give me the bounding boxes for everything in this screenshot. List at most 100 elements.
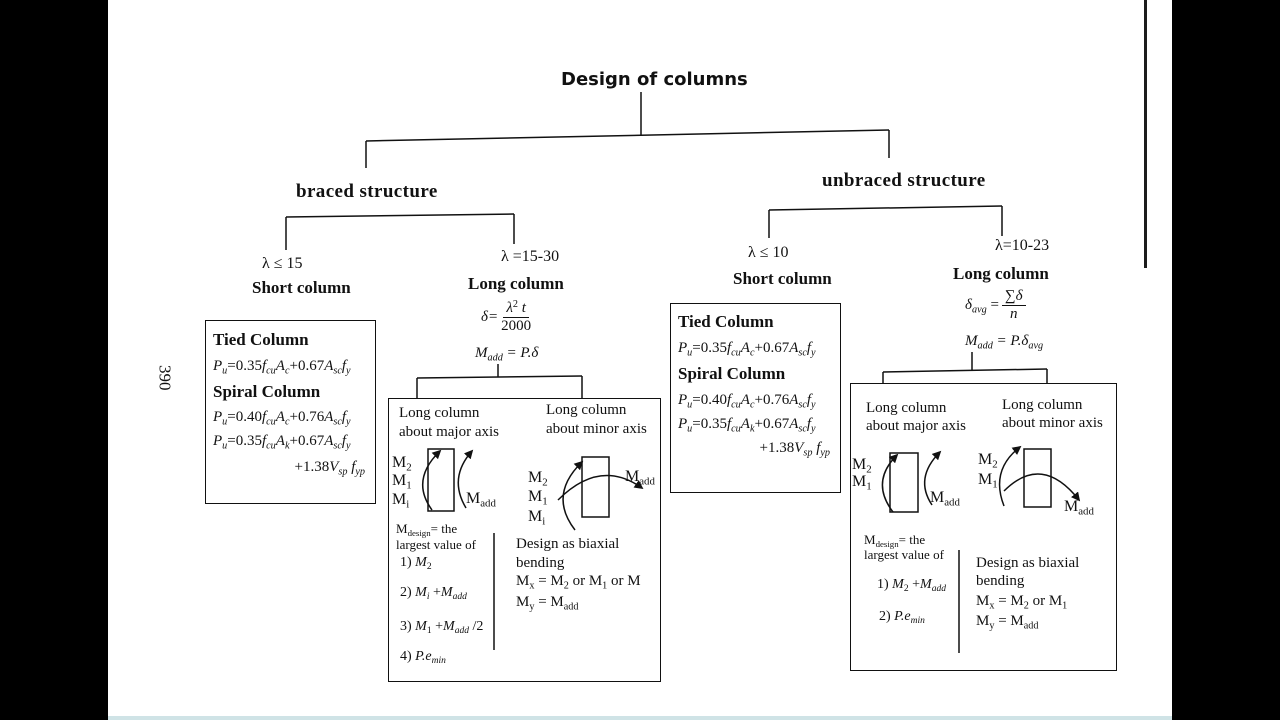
unbraced-long-split-line [882, 368, 1048, 373]
formula-subscript: sc [333, 440, 342, 452]
spiral-column-formula-1: Pu=0.40fcuAc+0.76Ascfy [678, 392, 816, 411]
biaxial-text-2: bending [516, 555, 565, 571]
formula-subscript: add [977, 340, 993, 352]
formula-text: = M [994, 593, 1024, 609]
formula-subscript: add [563, 601, 579, 613]
scan-bottom-strip [108, 716, 1172, 720]
biaxial-my: My = Madd [516, 594, 579, 613]
formula-text: f [341, 409, 347, 425]
biaxial-mx: Mx = M2 or M1 [976, 593, 1067, 612]
formula-text: M [440, 585, 453, 600]
short-column-label: Short column [252, 278, 351, 297]
formula-subscript: y [529, 601, 535, 613]
tied-column-formula: Pu=0.35fcuAc+0.67Ascfy [213, 358, 351, 377]
formula-subscript: avg [1028, 340, 1044, 352]
formula-text: = M [994, 613, 1024, 629]
formula-text: P [213, 358, 223, 374]
formula-text: = M [534, 573, 564, 589]
short-column-condition: λ ≤ 15 [262, 255, 303, 272]
formula-text: f [806, 340, 812, 356]
formula-subscript: add [639, 475, 655, 488]
formula-text: 4) [400, 649, 416, 664]
page-number: 390 [155, 365, 175, 391]
formula-text: f [726, 416, 732, 432]
long-column-label: Long column [953, 264, 1049, 283]
formula-subscript: 1 [406, 479, 412, 492]
formula-subscript: add [1023, 620, 1039, 632]
formula-text: +0.67 [754, 416, 790, 432]
formula-text: f [726, 340, 732, 356]
formula-text: M [978, 451, 993, 468]
formula-text: =0.40 [692, 392, 727, 408]
formula-subscript: 1 [866, 480, 872, 493]
formula-subscript: cu [731, 399, 741, 411]
formula-text: 3) [400, 619, 416, 634]
formula-text: + [431, 619, 444, 634]
formula-subscript: 1 [542, 495, 548, 508]
formula-text: =0.35 [692, 416, 727, 432]
formula-text: A [740, 392, 750, 408]
formula-subscript: cu [266, 365, 276, 377]
moment-label-m1: M1 [852, 473, 872, 493]
short-column-box: Tied Column Pu=0.35fcuAc+0.67Ascfy Spira… [670, 303, 841, 493]
formula-text: = the [898, 532, 926, 547]
formula-subscript: add [1078, 505, 1094, 518]
formula-subscript: 2 [866, 463, 872, 476]
formula-text: +0.67 [754, 340, 790, 356]
design-option-4: 4) P.emin [400, 649, 446, 666]
spiral-column-formula-2: Pu=0.35fcuAk+0.67Ascfy [678, 416, 816, 435]
formula-text: A [740, 416, 750, 432]
formula-subscript: 2 [563, 580, 569, 592]
spiral-column-title: Spiral Column [213, 382, 321, 401]
moment-label-madd: Madd [625, 468, 655, 488]
tied-column-title: Tied Column [678, 312, 774, 331]
formula-subscript: sc [798, 399, 807, 411]
formula-text: M [852, 456, 867, 473]
formula-subscript: u [687, 423, 693, 435]
formula-text: M [392, 472, 407, 489]
biaxial-text-2: bending [976, 573, 1025, 589]
scan-margin-left [0, 0, 108, 720]
formula-text: A [324, 433, 334, 449]
biaxial-my: My = Madd [976, 613, 1039, 632]
unbraced-structure-heading: unbraced structure [822, 170, 986, 191]
moment-label-madd: Madd [930, 489, 960, 508]
moment-label-madd: Madd [466, 490, 496, 509]
formula-subscript: y [989, 620, 995, 632]
short-column-label: Short column [733, 269, 832, 288]
formula-text: /2 [468, 619, 484, 634]
moment-label-mi: Mi [528, 508, 545, 527]
major-axis-title: Long column [866, 400, 947, 416]
formula-subscript: y [811, 399, 816, 411]
formula-text: M [392, 454, 407, 471]
major-axis-subtitle: about major axis [399, 424, 499, 440]
minor-axis-title: Long column [546, 402, 627, 418]
moment-label-m2: M2 [852, 456, 872, 476]
formula-text: + [908, 577, 921, 592]
formula-text: =0.40 [227, 409, 262, 425]
formula-text: V [329, 459, 339, 475]
formula-text: M [475, 345, 488, 361]
formula-subscript: sp [803, 447, 813, 459]
formula-text: f [726, 392, 732, 408]
formula-text: = the [430, 521, 458, 536]
major-axis-subtitle: about major axis [866, 418, 966, 434]
formula-subscript: c [749, 399, 755, 411]
formula-text: +0.76 [754, 392, 790, 408]
long-column-condition: λ=10-23 [995, 237, 1050, 254]
moment-label-m2: M2 [528, 469, 548, 488]
minor-axis-title: Long column [1002, 397, 1083, 413]
design-option-2: 2) P.emin [879, 609, 925, 626]
deflection-fraction: ∑δ n [1001, 288, 1026, 324]
spiral-column-formula-3: +1.38Vsp fyp [295, 459, 366, 477]
formula-text: =0.35 [692, 340, 727, 356]
formula-subscript: sc [798, 423, 807, 435]
formula-text: M [864, 532, 876, 547]
formula-subscript: cu [266, 440, 276, 452]
design-moment-label: Mdesign= the [396, 521, 458, 537]
formula-subscript: 2 [1023, 600, 1029, 612]
formula-text: δ= [481, 309, 499, 326]
formula-subscript: y [346, 416, 351, 428]
formula-subscript: add [487, 352, 503, 364]
